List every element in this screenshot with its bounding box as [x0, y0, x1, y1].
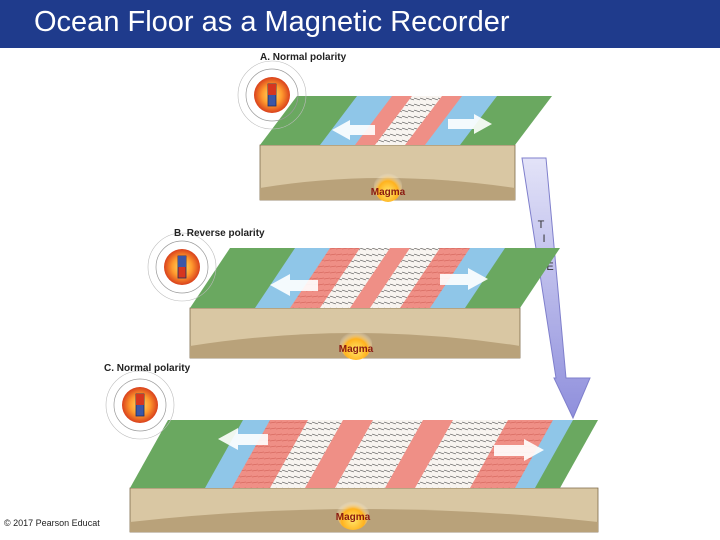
panel-b: B. Reverse polarity Magma: [147, 228, 560, 360]
panel-c: C. Normal polarity Magma: [104, 363, 599, 533]
panel-c-label: C. Normal polarity: [104, 363, 191, 374]
time-letter: I: [542, 233, 545, 245]
slide-title: Ocean Floor as a Magnetic Recorder: [34, 6, 510, 38]
diagram: TIME A. Normal polarity Magma: [104, 52, 599, 533]
panel-b-magma-label: Magma: [339, 344, 374, 355]
earth-normal-icon: [105, 370, 175, 440]
title-bar: Ocean Floor as a Magnetic Recorder: [0, 0, 720, 48]
copyright-notice: © 2017 Pearson Educat: [4, 518, 100, 528]
panel-a-label: A. Normal polarity: [260, 52, 347, 63]
panel-c-magma-label: Magma: [336, 512, 371, 523]
time-letter: E: [546, 261, 553, 273]
earth-reverse-icon: [147, 232, 217, 302]
panel-a: A. Normal polarity Magma: [237, 52, 552, 202]
earth-normal-icon: [237, 60, 307, 130]
panel-b-label: B. Reverse polarity: [174, 228, 265, 239]
time-letter: T: [538, 219, 545, 231]
panel-a-magma-label: Magma: [371, 187, 406, 198]
